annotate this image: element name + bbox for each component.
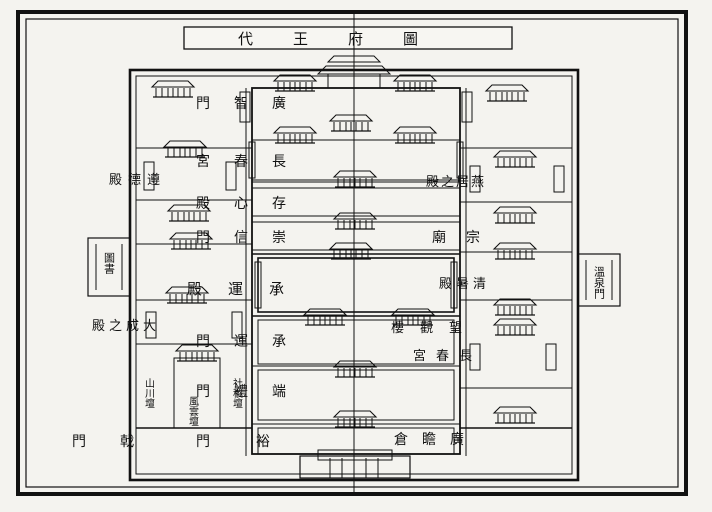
- title-text: 代王府圖: [238, 30, 458, 48]
- west-side-gate: [87, 237, 131, 297]
- label-sheji-altar: 社稷壇: [231, 377, 243, 408]
- east-side-gate: [577, 253, 621, 307]
- label-chengyun-hall: 承運殿: [187, 280, 310, 298]
- label-ji-gate: 戟門: [72, 434, 168, 450]
- east-compound: [460, 147, 572, 429]
- central-compound: [239, 87, 473, 456]
- label-yanju-hall: 燕居之殿: [426, 175, 486, 190]
- south-main-gate: [299, 449, 411, 479]
- label-dacheng-hall: 大成之殿: [92, 319, 160, 334]
- title-box: 代王府圖: [183, 26, 513, 50]
- label-east-side: 溫泉門: [593, 265, 606, 300]
- label-qingshu-hall: 清暑殿: [439, 277, 490, 292]
- label-guangzhi-gate: 廣智門: [196, 95, 310, 112]
- building-icons: [151, 74, 537, 428]
- label-fengyun-altar: 風雲壇: [187, 396, 199, 426]
- label-east-changchun-palace: 長春宮: [413, 348, 482, 364]
- outer-wall-inner: [135, 75, 573, 475]
- label-west-side: 圖書: [103, 252, 116, 275]
- label-zongmiao: 宗廟: [432, 229, 500, 246]
- outer-border: [16, 10, 688, 496]
- label-changchun-palace: 長春宮: [196, 154, 310, 170]
- label-yu-gate: 裕門: [196, 434, 316, 450]
- label-shanchuan-altar: 山川壇: [143, 378, 155, 408]
- north-pavilion: [316, 55, 392, 89]
- label-chengyun-gate: 承運門: [196, 334, 310, 350]
- label-wangguan-tower: 望觀樓: [391, 320, 478, 336]
- label-chongxin-gate: 崇信門: [196, 230, 310, 246]
- label-zunde-hall: 遵德殿: [109, 172, 166, 188]
- west-compound: [136, 147, 252, 429]
- label-guangzhan-granary: 廣瞻倉: [394, 431, 478, 448]
- label-duanli-gate: 端禮門: [196, 384, 310, 400]
- label-cunxin-hall: 存心殿: [196, 196, 310, 212]
